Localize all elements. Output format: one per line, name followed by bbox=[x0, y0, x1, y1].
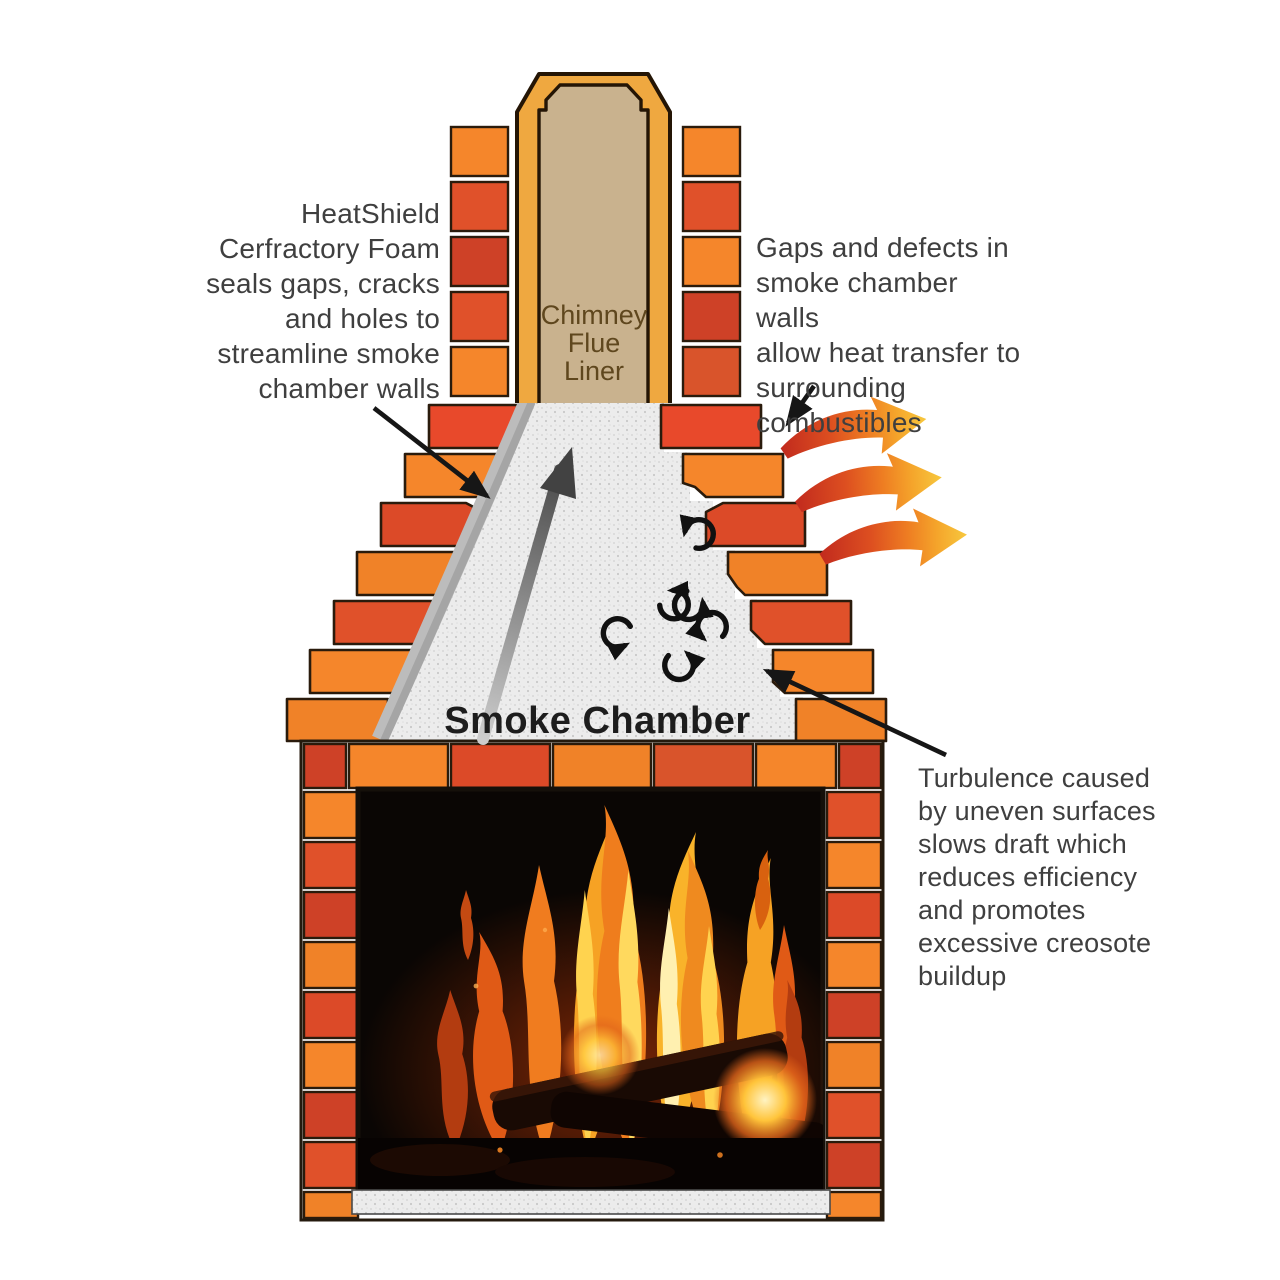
chimney-flue-liner-label: Chimney Flue Liner bbox=[540, 300, 648, 386]
annotation-arrow bbox=[372, 406, 491, 499]
left-corbel-steps bbox=[285, 403, 532, 743]
foam-coating-band bbox=[372, 396, 544, 747]
heat-arrow-icon bbox=[818, 506, 969, 570]
fireplace-opening bbox=[355, 786, 826, 1193]
annotation-arrow bbox=[762, 668, 947, 758]
annotation-arrow bbox=[785, 384, 816, 427]
turbulence-note: Turbulence caused by uneven surfaces slo… bbox=[918, 763, 1156, 991]
right-corbel-steps bbox=[659, 403, 888, 743]
draft-arrow bbox=[477, 447, 576, 745]
hearth bbox=[351, 1189, 831, 1215]
annotation-arrows bbox=[372, 384, 947, 758]
right-chimney-column bbox=[681, 125, 742, 398]
heatshield-note: HeatShield Cerfractory Foam seals gaps, … bbox=[206, 198, 440, 404]
smoke-chamber-area bbox=[388, 402, 803, 741]
heat-arrow-icon bbox=[792, 449, 944, 518]
left-chimney-column bbox=[449, 125, 510, 398]
gaps-defects-note: Gaps and defects in smoke chamber walls … bbox=[756, 232, 1021, 438]
chimney-flue bbox=[515, 72, 672, 403]
smoke-chamber-label: Smoke Chamber bbox=[444, 700, 751, 742]
fire-logs bbox=[358, 927, 823, 1190]
flue-liner-cavity bbox=[537, 83, 650, 403]
